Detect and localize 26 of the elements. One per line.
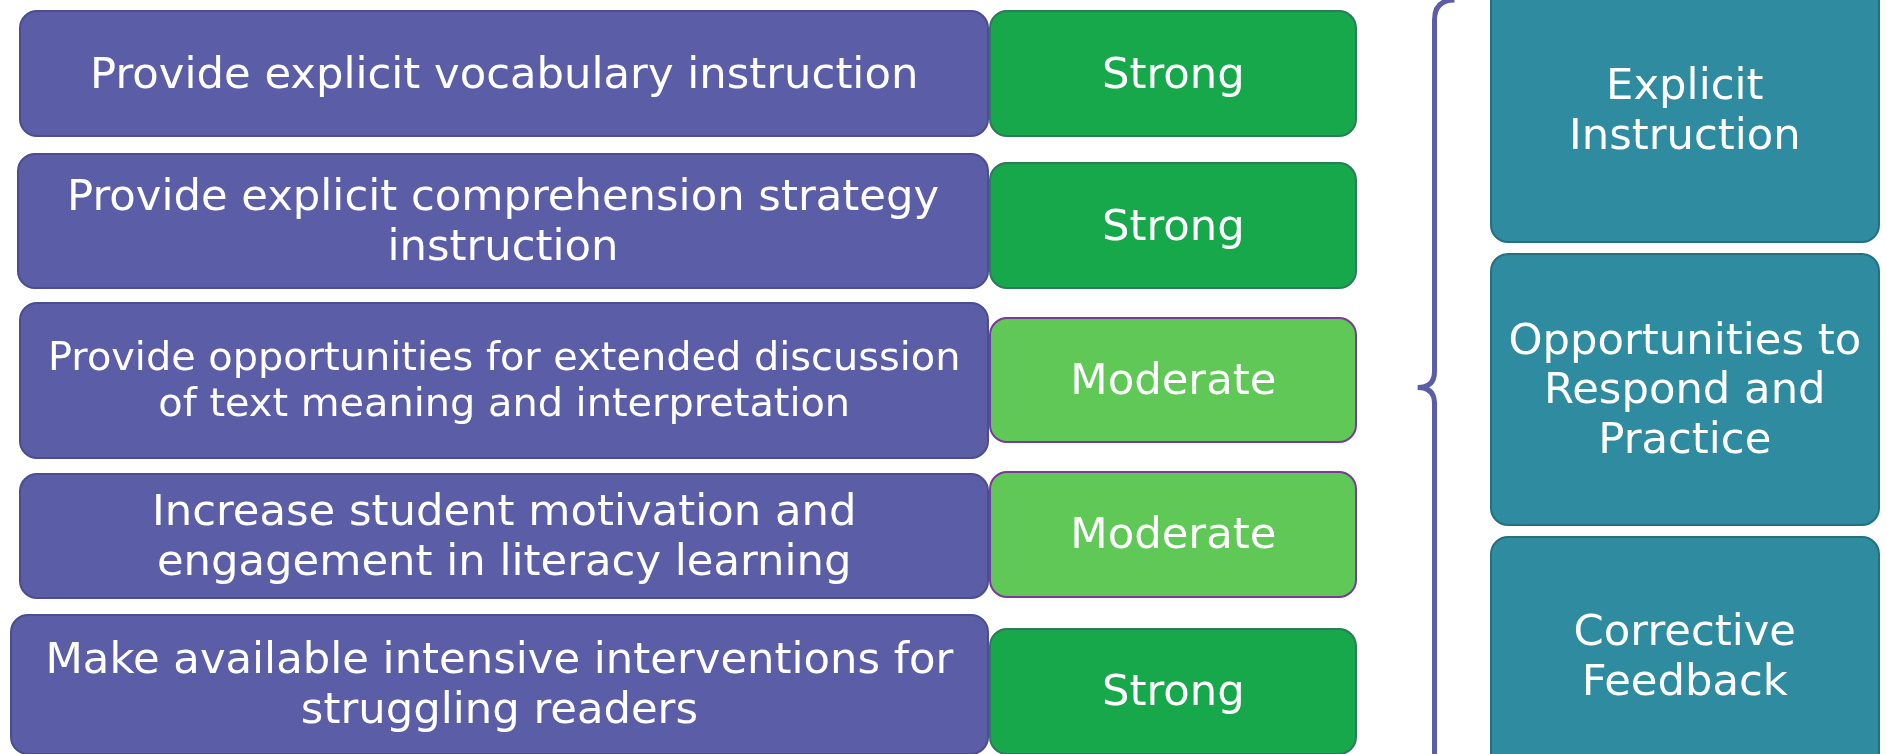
box-text: Strong — [1100, 48, 1246, 99]
recommendation-box — [19, 472, 990, 600]
box-text: Corrective Feedback — [1572, 606, 1797, 706]
principle-box — [1489, 252, 1880, 526]
box-text: Make available intensive interventions for struggling readers — [44, 634, 955, 734]
box-text: Explicit Instruction — [1567, 59, 1802, 160]
recommendation-box — [19, 9, 990, 138]
box-text: Increase student motivation and engagement in literacy learning — [150, 486, 858, 586]
evidence-level-box — [989, 316, 1358, 443]
recommendation-box — [16, 152, 990, 289]
box-text: Moderate — [1069, 509, 1278, 560]
recommendation-box — [19, 302, 990, 459]
evidence-level-box — [989, 9, 1358, 138]
evidence-level-box — [989, 470, 1358, 599]
box-text: Provide explicit comprehension strategy instruction — [66, 171, 940, 271]
principle-box — [1489, 535, 1880, 754]
recommendation-box — [9, 613, 990, 754]
box-text: Provide opportunities for extended discussion of text meaning and interpretation — [47, 334, 962, 427]
box-text: Strong — [1100, 200, 1246, 251]
evidence-level-box — [989, 628, 1358, 754]
box-text: Moderate — [1069, 354, 1278, 405]
box-text: Opportunities to Respond and Practice — [1507, 314, 1863, 464]
evidence-level-box — [989, 162, 1358, 289]
principle-box — [1489, 0, 1880, 244]
box-text: Strong — [1100, 666, 1246, 717]
box-text: Provide explicit vocabulary instruction — [89, 48, 920, 99]
